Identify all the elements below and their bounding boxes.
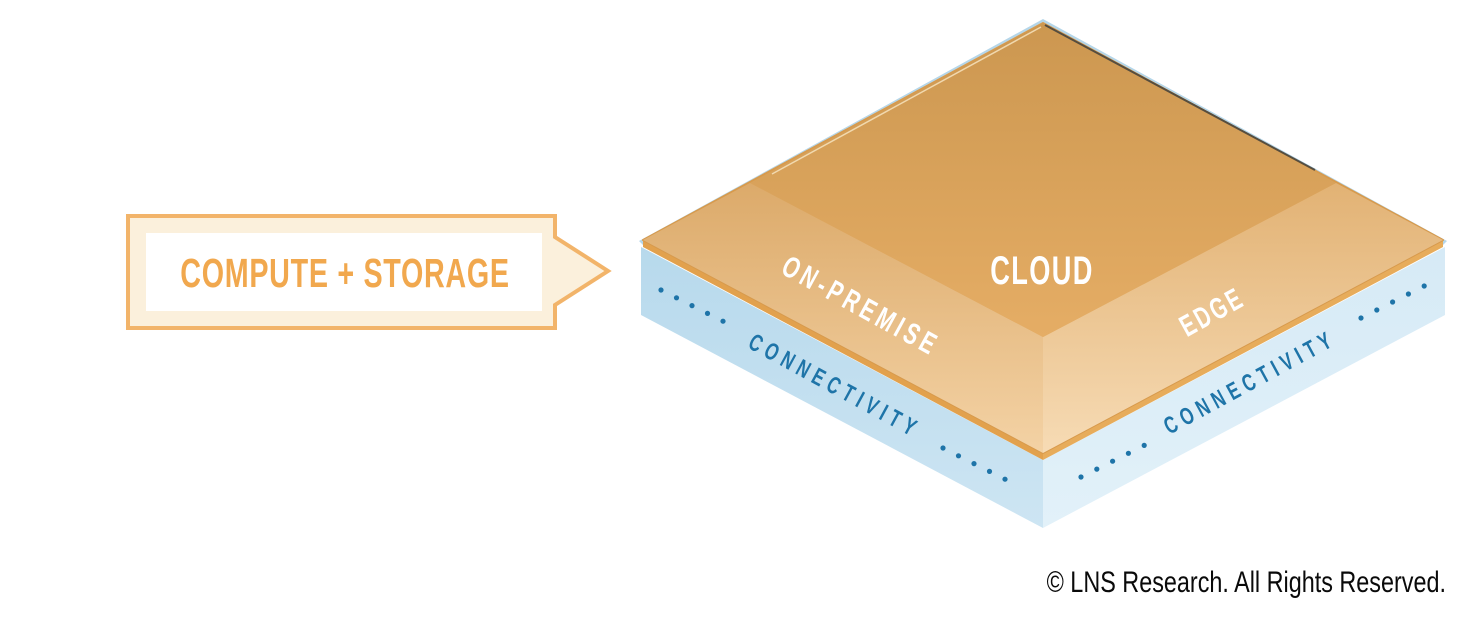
callout-label: COMPUTE + STORAGE (180, 251, 509, 296)
connectivity-face-left (641, 247, 1043, 528)
callout-inner-panel (146, 233, 542, 311)
dotted-line-left-leading (658, 287, 726, 324)
dotted-line-right-leading (1078, 442, 1147, 480)
edge-region (1043, 183, 1443, 453)
dotted-line-right-trailing (1358, 283, 1427, 321)
compute-layer: ON-PREMISE CLOUD EDGE (642, 22, 1444, 460)
connectivity-face-right (1043, 247, 1445, 528)
back-left-highlight-line (771, 26, 1042, 175)
compute-storage-callout: COMPUTE + STORAGE (126, 214, 612, 330)
dotted-line-left-trailing (940, 445, 1008, 482)
compute-slab-edge-left (643, 240, 1043, 460)
back-right-shadow-line (1044, 24, 1316, 171)
compute-slab-edge-right (1043, 240, 1443, 460)
cloud-region (750, 23, 1336, 337)
cloud-label: CLOUD (990, 249, 1093, 293)
on-premise-region (643, 183, 1043, 453)
copyright-text: © LNS Research. All Rights Reserved. (1047, 565, 1446, 598)
